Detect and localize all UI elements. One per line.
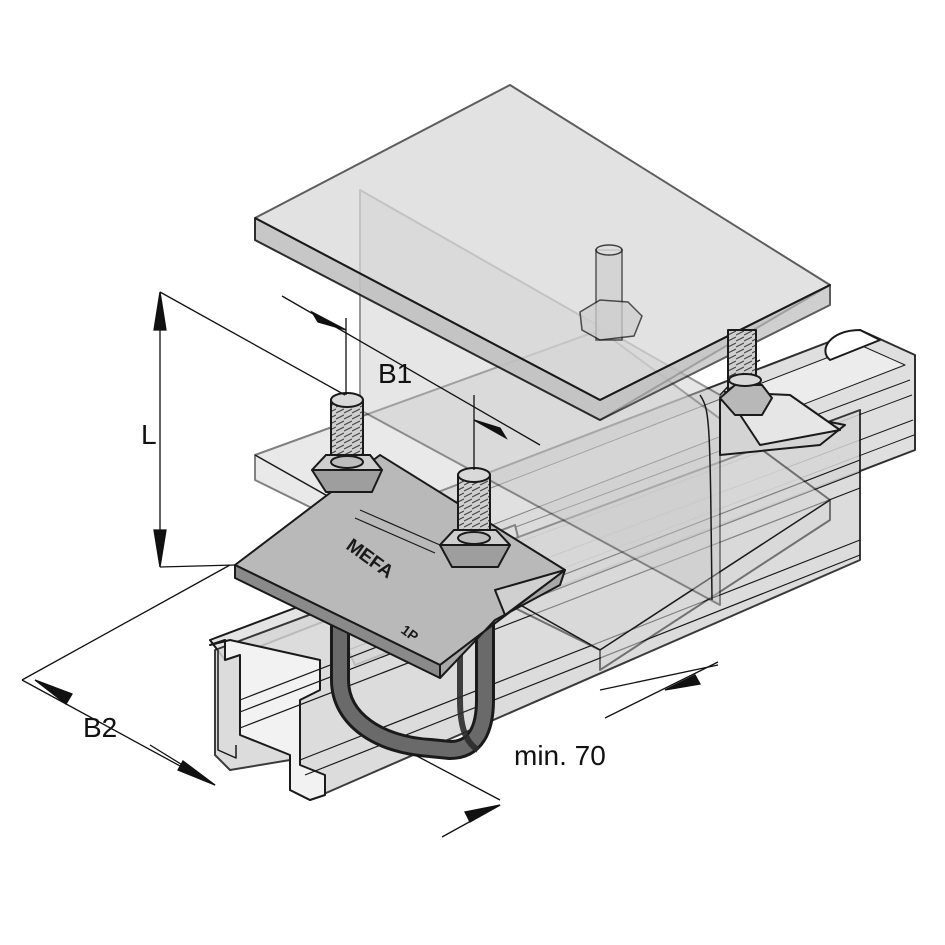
front-bolt-left bbox=[311, 392, 383, 493]
beam-upper-flange bbox=[254, 84, 831, 421]
dimension-min70 bbox=[414, 661, 719, 838]
dimension-b1 bbox=[281, 295, 541, 470]
front-bolt-right bbox=[439, 467, 511, 568]
label-l: L bbox=[141, 419, 157, 450]
label-b1: B1 bbox=[378, 358, 412, 389]
dimension-l bbox=[153, 291, 346, 568]
u-hook-bolt bbox=[330, 590, 495, 760]
right-clamp-assembly bbox=[719, 329, 846, 456]
rear-bolt bbox=[579, 244, 643, 341]
label-min70: min. 70 bbox=[514, 740, 606, 771]
label-b2: B2 bbox=[83, 712, 117, 743]
dimension-b2 bbox=[21, 564, 231, 786]
